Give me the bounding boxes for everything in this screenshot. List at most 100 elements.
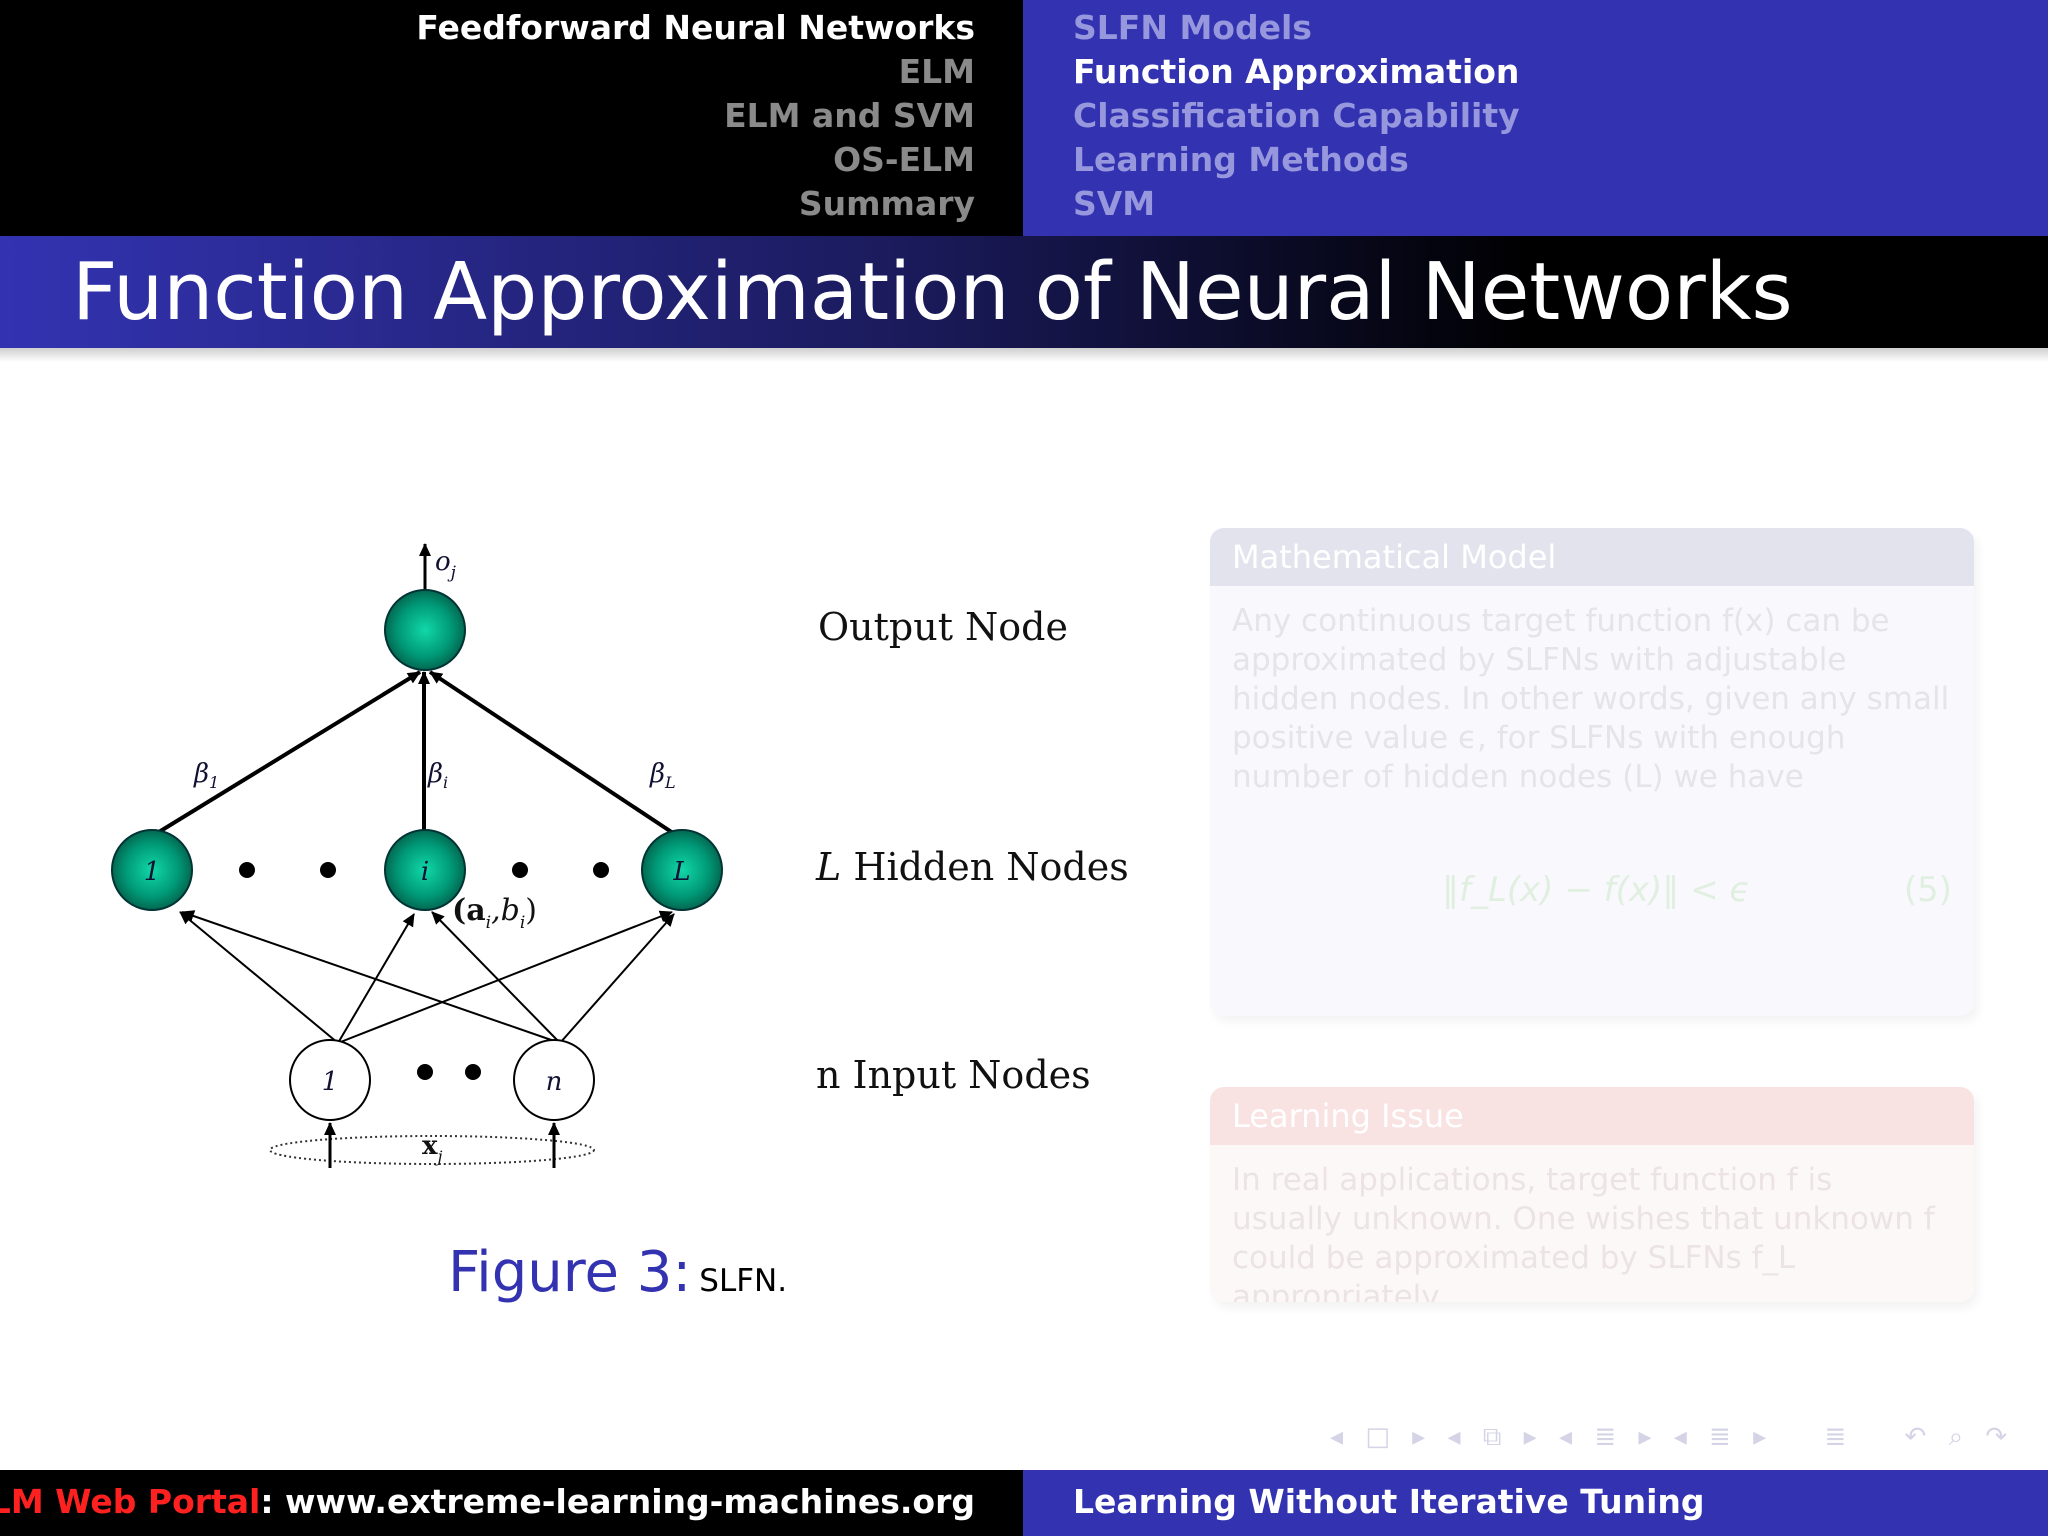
footer-tagline: Learning Without Iterative Tuning <box>1073 1482 1705 1521</box>
hidden-node-L-label: L <box>672 857 690 887</box>
frame-icon[interactable]: □ <box>1365 1422 1390 1452</box>
subsubsection-prev-icon[interactable]: ◂ <box>1673 1422 1687 1452</box>
equation-number: (5) <box>1903 870 1952 910</box>
connection-inputn-hiddenL <box>559 913 675 1044</box>
learning-issue-block: Learning Issue In real applications, tar… <box>1210 1087 1974 1302</box>
hidden-node-L <box>641 829 723 911</box>
svg-text:oj: oj <box>435 547 457 583</box>
weights-sub-a: i <box>486 913 491 933</box>
beta-1-symbol: β <box>193 759 209 789</box>
block-body: In real applications, target function f … <box>1232 1162 1935 1302</box>
beta-L-subscript: L <box>664 773 676 792</box>
nav-subsection-classification[interactable]: Classification Capability <box>1073 96 1520 135</box>
block-title: Learning Issue <box>1210 1087 1974 1145</box>
nav-subsection-learning-methods[interactable]: Learning Methods <box>1073 140 1409 179</box>
hidden-node-i <box>384 829 466 911</box>
output-node <box>384 589 466 671</box>
connection-hidden1-output <box>152 670 422 837</box>
frame-prev-icon[interactable]: ◂ <box>1330 1422 1344 1452</box>
subsubsection-icon[interactable]: ≣ <box>1709 1422 1731 1452</box>
svg-text:xj: xj <box>422 1131 443 1166</box>
section-next-icon[interactable]: ▸ <box>1638 1422 1652 1452</box>
hidden-count-symbol: L <box>815 845 841 889</box>
beta-1-subscript: 1 <box>209 773 219 792</box>
weights-close: ) <box>525 893 537 928</box>
input-node-n-label: n <box>546 1067 563 1097</box>
nav-subsection-slfn-models[interactable]: SLFN Models <box>1073 8 1312 47</box>
output-symbol: o <box>435 547 451 577</box>
portal-label: ELM Web Portal <box>0 1482 261 1521</box>
section-prev-icon[interactable]: ◂ <box>1559 1422 1573 1452</box>
subsection-prev-icon[interactable]: ◂ <box>1447 1422 1461 1452</box>
svg-text:L Hidden Nodes: L Hidden Nodes <box>815 845 1129 889</box>
hidden-node-i-label: i <box>421 857 429 887</box>
section-nav-panel: Feedforward Neural Networks ELM ELM and … <box>0 0 1023 236</box>
hidden-nodes-label: Hidden Nodes <box>841 845 1129 889</box>
hidden-ellipsis-dot <box>512 862 528 878</box>
input-vector-subscript: j <box>435 1147 443 1166</box>
weights-mid: ,b <box>491 893 520 928</box>
hidden-node-1-label: 1 <box>144 857 161 887</box>
block-title: Mathematical Model <box>1210 528 1974 586</box>
hidden-ellipsis-dot <box>320 862 336 878</box>
nav-section-elm[interactable]: ELM <box>898 52 975 91</box>
subsection-icon[interactable]: ⧉ <box>1482 1422 1502 1452</box>
beamer-navigation-symbols: ◂ □ ▸ ◂ ⧉ ▸ ◂ ≣ ▸ ◂ ≣ ▸ ≣ ↶ ⌕ ↷ <box>1330 1422 2021 1462</box>
nav-subsection-function-approximation[interactable]: Function Approximation <box>1073 52 1520 91</box>
beta-L-symbol: β <box>649 759 665 789</box>
search-icon[interactable]: ⌕ <box>1948 1422 1964 1452</box>
redo-icon[interactable]: ↷ <box>1985 1422 2008 1452</box>
connection-hiddenL-output <box>428 670 678 837</box>
caption-label: Figure 3: <box>448 1240 692 1305</box>
document-icon[interactable]: ≣ <box>1824 1422 1847 1452</box>
undo-icon[interactable]: ↶ <box>1904 1422 1927 1452</box>
output-subscript: j <box>447 563 457 583</box>
connection-inputn-hiddeni <box>431 911 561 1044</box>
nav-section-elm-svm[interactable]: ELM and SVM <box>724 96 975 135</box>
slfn-figure: oj 1 i L β1 βi βL (ai,bi) <box>90 520 1140 1180</box>
beta-i-symbol: β <box>427 759 443 789</box>
section-icon[interactable]: ≣ <box>1594 1422 1617 1452</box>
caption-text: SLFN. <box>699 1263 788 1299</box>
nav-section-summary[interactable]: Summary <box>798 184 975 223</box>
hidden-node-1 <box>111 829 193 911</box>
subsection-next-icon[interactable]: ▸ <box>1523 1422 1537 1452</box>
hidden-ellipsis-dot <box>239 862 255 878</box>
connection-input1-hiddenL <box>337 910 673 1044</box>
subsubsection-next-icon[interactable]: ▸ <box>1753 1422 1767 1452</box>
connection-inputn-hidden1 <box>181 910 561 1044</box>
footer-left: ELM Web Portal: www.extreme-learning-mac… <box>0 1470 1023 1536</box>
frame-title: Function Approximation of Neural Network… <box>72 246 1793 338</box>
svg-text:βL: βL <box>649 759 676 792</box>
footer-right: Learning Without Iterative Tuning <box>1023 1470 2048 1536</box>
input-ellipsis-dot <box>417 1064 433 1080</box>
output-node-label: Output Node <box>818 605 1068 649</box>
mathematical-model-block: Mathematical Model Any continuous target… <box>1210 528 1974 1016</box>
input-vector-symbol: x <box>422 1131 438 1161</box>
input-node-1 <box>289 1039 371 1121</box>
input-node-n <box>513 1039 595 1121</box>
svg-text:βi: βi <box>427 759 448 792</box>
slfn-diagram: oj 1 i L β1 βi βL (ai,bi) <box>111 543 1129 1168</box>
beta-i-subscript: i <box>443 773 448 792</box>
nav-subsection-svm[interactable]: SVM <box>1073 184 1156 223</box>
input-node-1-label: 1 <box>322 1067 339 1097</box>
header-navigation: Feedforward Neural Networks ELM ELM and … <box>0 0 2048 236</box>
portal-url[interactable]: : www.extreme-learning-machines.org <box>260 1482 975 1521</box>
title-shadow <box>0 348 2048 362</box>
block-body: Any continuous target function f(x) can … <box>1232 603 1950 795</box>
subsection-list: SLFN Models Function Approximation Class… <box>1073 6 1520 226</box>
weights-sub-b: i <box>520 913 525 933</box>
input-vector-ellipse <box>269 1135 595 1165</box>
weights-open: (a <box>452 893 486 928</box>
nav-section-os-elm[interactable]: OS-ELM <box>833 140 975 179</box>
section-list: Feedforward Neural Networks ELM ELM and … <box>416 6 975 226</box>
svg-text:β1: β1 <box>193 759 219 792</box>
nav-section-feedforward[interactable]: Feedforward Neural Networks <box>416 8 975 47</box>
frame-next-icon[interactable]: ▸ <box>1412 1422 1426 1452</box>
input-ellipsis-dot <box>465 1064 481 1080</box>
input-nodes-label: n Input Nodes <box>816 1053 1091 1097</box>
figure-caption: Figure 3:SLFN. <box>448 1240 787 1305</box>
hidden-ellipsis-dot <box>593 862 609 878</box>
subsection-nav-panel: SLFN Models Function Approximation Class… <box>1023 0 2048 236</box>
